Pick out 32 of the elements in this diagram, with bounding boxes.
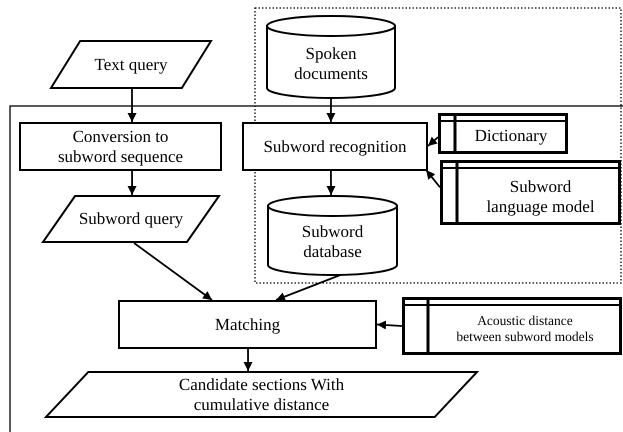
node-label: Subword database [300, 222, 364, 262]
arrow [326, 98, 336, 122]
node-label: Subword language model [485, 176, 596, 216]
arrow [128, 89, 137, 122]
arrow [128, 171, 137, 195]
node-label: Candidate sections With cumulative distance [178, 374, 346, 414]
arrow [244, 349, 253, 371]
data-store [402, 297, 622, 355]
node-label: Subword query [78, 209, 184, 229]
arrow [276, 274, 341, 301]
process-box [118, 300, 377, 349]
arrow [326, 171, 336, 195]
arrow [376, 320, 402, 330]
node-label: Spoken documents [293, 44, 369, 84]
node-label: Matching [214, 314, 280, 334]
node-label: Subword recognition [263, 136, 407, 156]
arrow [425, 169, 441, 188]
arrow [427, 136, 439, 147]
output-parallelogram [45, 371, 478, 418]
data-store [438, 113, 568, 154]
input-parallelogram [42, 195, 220, 243]
process-box [242, 122, 428, 171]
node-label: Text query [94, 54, 168, 74]
node-label: Conversion to subword sequence [56, 126, 184, 166]
process-box [19, 122, 222, 171]
node-label: Dictionary [474, 126, 548, 146]
input-parallelogram [50, 40, 212, 89]
node-label: Acoustic distance between subword models [455, 313, 595, 345]
database-cylinder [266, 15, 396, 98]
database-cylinder [267, 195, 398, 275]
data-store [440, 160, 621, 225]
arrow [134, 242, 213, 301]
